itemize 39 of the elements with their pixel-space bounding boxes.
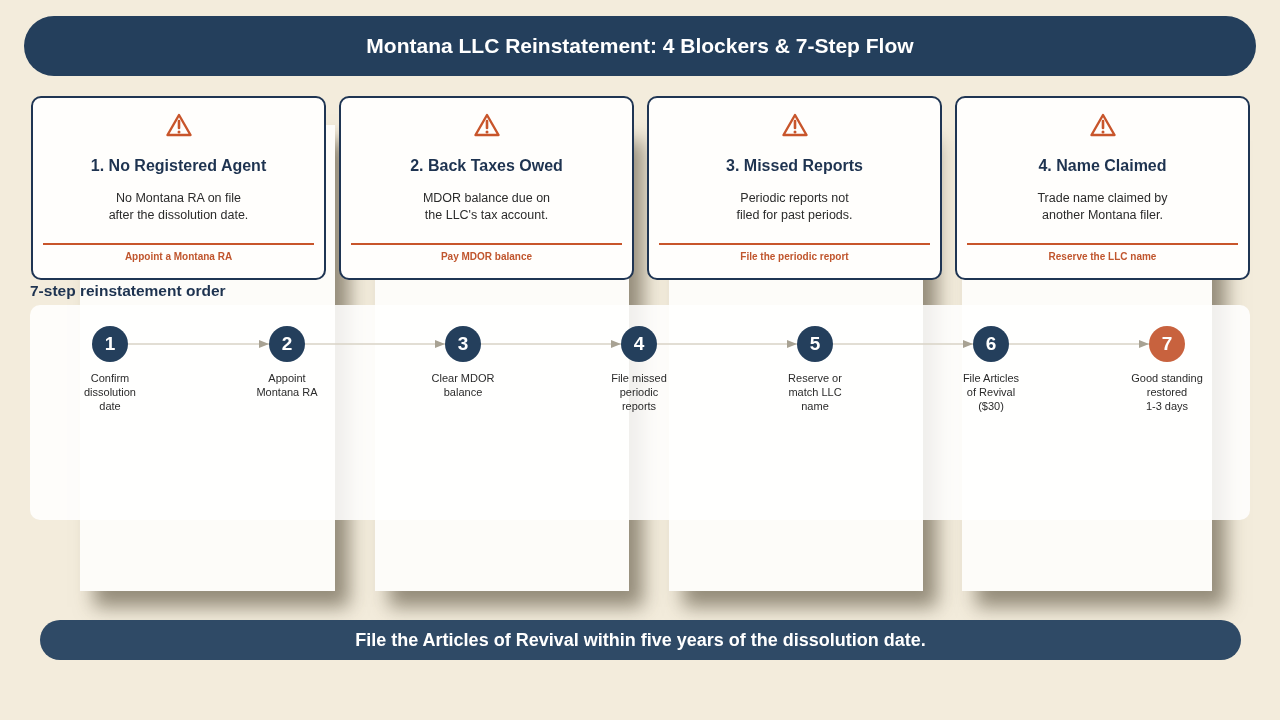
step-circle: 4 xyxy=(621,326,657,362)
arrow xyxy=(127,340,270,348)
step-caption: Good standing restored 1-3 days xyxy=(1130,371,1204,413)
arrow xyxy=(832,340,974,348)
step-caption: Reserve or match LLC name xyxy=(787,371,843,413)
arrow xyxy=(1008,340,1150,348)
action-text: Appoint a Montana RA xyxy=(124,250,233,263)
step-circle: 5 xyxy=(797,326,833,362)
card-title: 1. No Registered Agent xyxy=(90,156,267,176)
blocker-card xyxy=(31,96,326,280)
step-circle: 7 xyxy=(1149,326,1185,362)
step-circle: 6 xyxy=(973,326,1009,362)
step-circle: 2 xyxy=(269,326,305,362)
card-title: 2. Back Taxes Owed xyxy=(410,156,563,176)
card-title: 3. Missed Reports xyxy=(726,156,863,176)
card-title: 4. Name Claimed xyxy=(1038,156,1167,176)
action-text: Pay MDOR balance xyxy=(440,250,533,263)
arrow xyxy=(304,340,446,348)
arrow xyxy=(656,340,798,348)
step-caption: File Articles of Revival ($30) xyxy=(961,371,1021,413)
card-description: No Montana RA on file after the dissolution date. xyxy=(107,190,250,224)
step-circle: 3 xyxy=(445,326,481,362)
step-circle: 1 xyxy=(92,326,128,362)
step-caption: Clear MDOR balance xyxy=(430,371,496,399)
blocker-card xyxy=(647,96,942,280)
card-description: Trade name claimed by another Montana filer. xyxy=(1036,190,1169,224)
action-text: File the periodic report xyxy=(740,250,849,263)
blocker-card xyxy=(955,96,1250,280)
title-banner: Montana LLC Reinstatement: 4 Blockers & 7-Step Flow xyxy=(24,16,1256,76)
footer-banner: File the Articles of Revival within five years of the dissolution date. xyxy=(40,620,1241,660)
section-heading: 7-step reinstatement order xyxy=(30,281,226,300)
action-text: Reserve the LLC name xyxy=(1048,250,1157,263)
step-caption: Confirm dissolution date xyxy=(83,371,137,413)
card-description: MDOR balance due on the LLC's tax account. xyxy=(421,190,552,224)
step-caption: Appoint Montana RA xyxy=(255,371,319,399)
arrow xyxy=(480,340,622,348)
card-description: Periodic reports not filed for past periods. xyxy=(735,190,854,224)
blocker-card xyxy=(339,96,634,280)
step-caption: File missed periodic reports xyxy=(610,371,668,413)
